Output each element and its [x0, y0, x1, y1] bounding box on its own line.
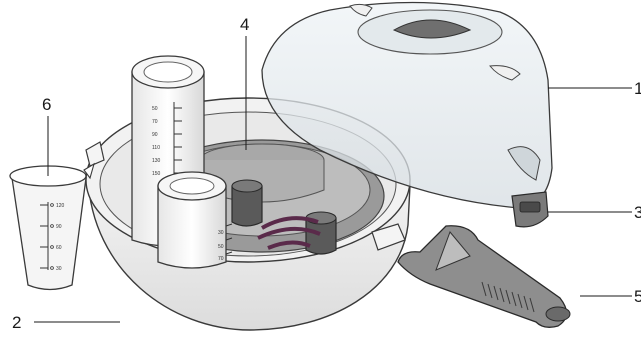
callout-6: 6 [42, 95, 51, 114]
measuring-cup: 120 90 60 30 [10, 164, 94, 290]
bottle-short: 30 50 70 [158, 172, 232, 268]
lid-clip [512, 192, 548, 227]
bottle-short-tick: 50 [218, 244, 224, 250]
measuring-cup-tick: 30 [56, 266, 62, 272]
callout-2: 2 [12, 313, 21, 332]
measuring-cup-tick: 120 [56, 203, 65, 209]
callout-5: 5 [634, 287, 641, 306]
bottle-tall-tick: 70 [152, 119, 158, 125]
bottle-tall-tick: 50 [152, 106, 158, 112]
bottle-tall-tick: 150 [152, 171, 161, 177]
measuring-cup-tick: 60 [56, 245, 62, 251]
callout-1: 1 [634, 79, 641, 98]
bottle-tall-tick: 110 [152, 145, 160, 151]
bottle-short-tick: 70 [218, 256, 224, 262]
measuring-cup-tick: 90 [56, 224, 62, 230]
bottle-short-tick: 30 [218, 230, 224, 236]
tongs [398, 226, 570, 328]
bottle-tall-tick: 90 [152, 132, 158, 138]
callout-4: 4 [240, 15, 249, 34]
callout-3: 3 [634, 203, 641, 222]
bottle-tall-tick: 130 [152, 158, 161, 164]
